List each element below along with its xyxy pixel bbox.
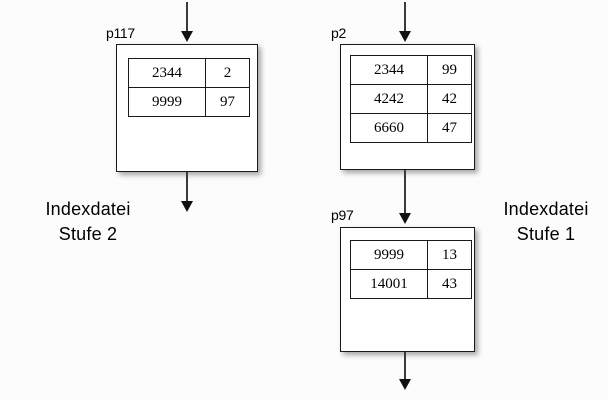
entry-pointer: 99 xyxy=(427,55,472,85)
caption-level-2: Indexdatei Stufe 2 xyxy=(18,197,158,247)
arrow-head xyxy=(399,213,411,224)
page-label-p2: p2 xyxy=(331,25,346,41)
entry-pointer: 43 xyxy=(427,269,472,299)
entry-pointer: 2 xyxy=(205,58,250,88)
entry-table-p117: 2344 2 9999 97 xyxy=(128,58,250,117)
arrow-head xyxy=(399,379,411,390)
table-row[interactable]: 2344 99 xyxy=(350,55,472,85)
table-row[interactable]: 6660 47 xyxy=(350,113,472,143)
entry-table-p2: 2344 99 4242 42 6660 47 xyxy=(350,55,472,143)
table-row[interactable]: 9999 13 xyxy=(350,240,472,270)
caption-level-1: Indexdatei Stufe 1 xyxy=(490,197,602,247)
page-box-p117[interactable]: 2344 2 9999 97 xyxy=(116,44,258,172)
entry-key: 14001 xyxy=(350,269,428,299)
arrow-head xyxy=(181,31,193,42)
entry-table-p97: 9999 13 14001 43 xyxy=(350,240,472,299)
page-box-p97[interactable]: 9999 13 14001 43 xyxy=(340,227,475,352)
arrow-shaft xyxy=(404,2,406,32)
entry-key: 2344 xyxy=(128,58,206,88)
caption-line-2: Stufe 1 xyxy=(516,224,576,244)
entry-key: 2344 xyxy=(350,55,428,85)
table-row[interactable]: 2344 2 xyxy=(128,58,250,88)
arrow-head xyxy=(181,201,193,212)
caption-line-2: Stufe 2 xyxy=(58,224,118,244)
page-box-p2[interactable]: 2344 99 4242 42 6660 47 xyxy=(340,44,475,170)
entry-key: 4242 xyxy=(350,84,428,114)
arrow-shaft xyxy=(404,170,406,214)
arrow-shaft xyxy=(186,172,188,202)
page-label-p117: p117 xyxy=(106,25,135,41)
entry-key: 6660 xyxy=(350,113,428,143)
table-row[interactable]: 4242 42 xyxy=(350,84,472,114)
table-row[interactable]: 14001 43 xyxy=(350,269,472,299)
caption-line-1: Indexdatei xyxy=(45,199,131,219)
arrow-head xyxy=(399,31,411,42)
entry-pointer: 42 xyxy=(427,84,472,114)
page-label-p97: p97 xyxy=(331,207,354,223)
caption-line-1: Indexdatei xyxy=(503,199,589,219)
table-row[interactable]: 9999 97 xyxy=(128,87,250,117)
entry-key: 9999 xyxy=(350,240,428,270)
entry-pointer: 13 xyxy=(427,240,472,270)
arrow-shaft xyxy=(404,352,406,380)
entry-pointer: 47 xyxy=(427,113,472,143)
entry-key: 9999 xyxy=(128,87,206,117)
arrow-shaft xyxy=(186,2,188,32)
entry-pointer: 97 xyxy=(205,87,250,117)
